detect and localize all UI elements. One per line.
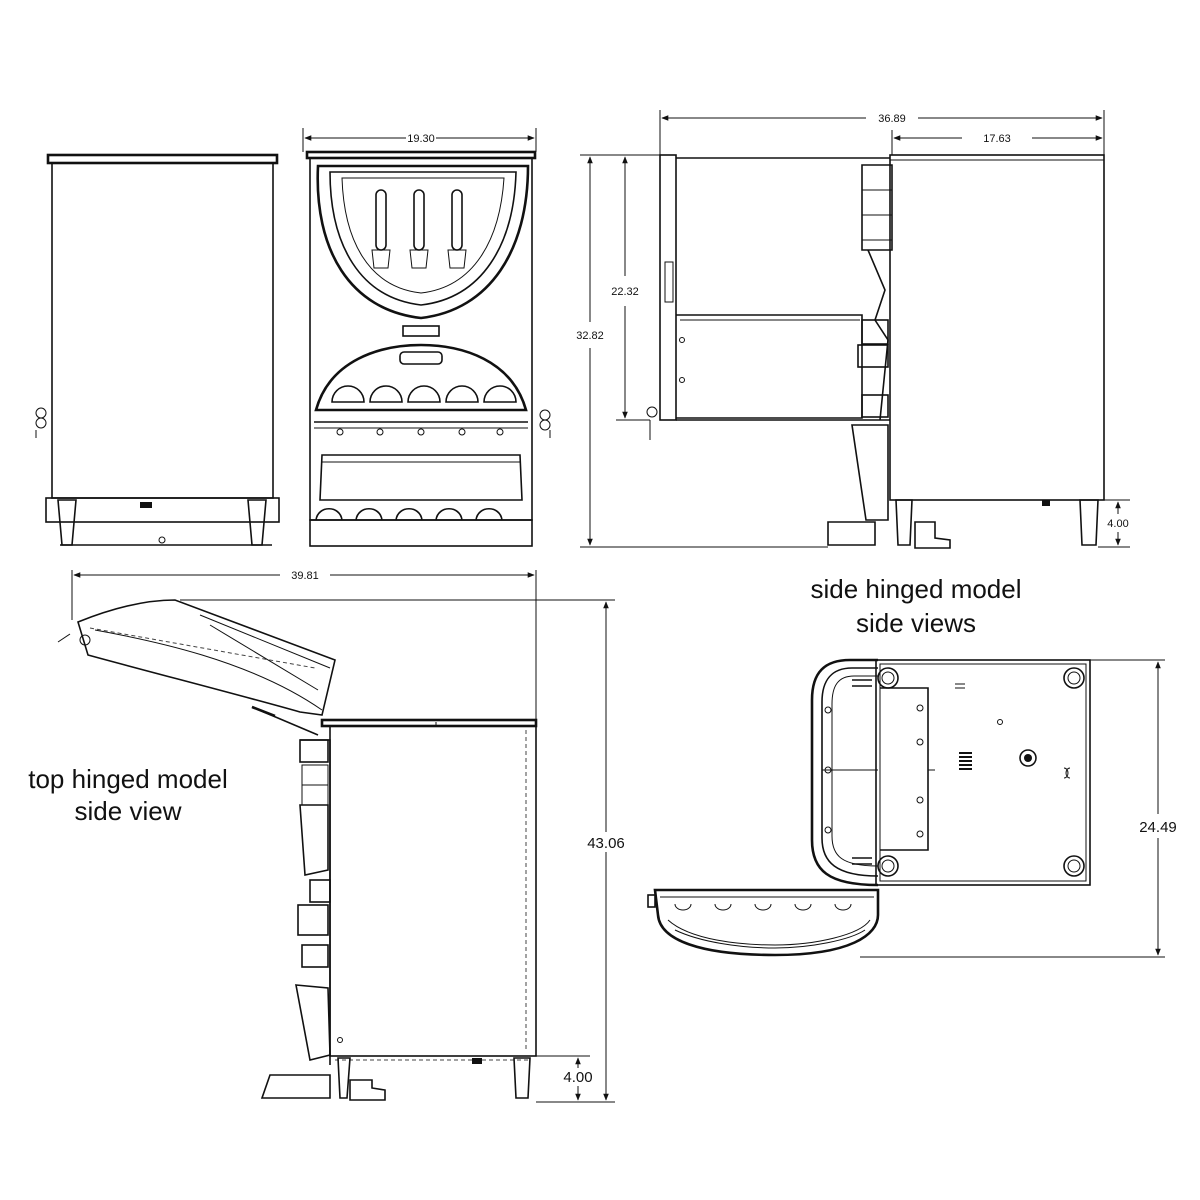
dim-height-front: 22.32 [611, 286, 639, 298]
dim-closed-depth: 17.63 [983, 133, 1011, 145]
hinge-icon [35, 407, 47, 438]
drip-tray-icon [315, 507, 503, 521]
caption-side-hinged-line1: side hinged model [810, 574, 1021, 604]
side-elevation-view [35, 153, 280, 546]
dim-top-open-width: 39.81 [291, 570, 319, 582]
dim-leg-height-side: 4.00 [1107, 518, 1128, 530]
caption-top-hinged-line2: side view [75, 796, 182, 826]
dispense-button-icon [331, 385, 517, 403]
dim-top-open-height: 43.06 [587, 835, 625, 852]
leg-foot-icon [877, 667, 1085, 877]
hinge-icon [539, 409, 551, 438]
cup-rest-icon [674, 903, 852, 911]
dim-leg-height-top: 4.00 [563, 1069, 592, 1086]
vent-grid-icon [959, 752, 972, 770]
top-hinged-side-view: 39.81 43.06 4.00 [57, 570, 625, 1103]
side-open-view: 36.89 17.63 22.32 32.82 4.00 [576, 110, 1130, 549]
dim-overall-depth: 36.89 [878, 113, 906, 125]
caption-top-hinged-line1: top hinged model [28, 764, 227, 794]
caption-side-hinged-line2: side views [856, 608, 976, 638]
faucet-icon [371, 189, 467, 269]
dim-height-overall: 32.82 [576, 330, 604, 342]
side-hinged-plan-view: 24.49 [647, 658, 1177, 958]
front-elevation-view: 19.30 [302, 128, 551, 547]
dim-plan-depth: 24.49 [1139, 819, 1177, 836]
dim-front-width: 19.30 [407, 133, 435, 145]
